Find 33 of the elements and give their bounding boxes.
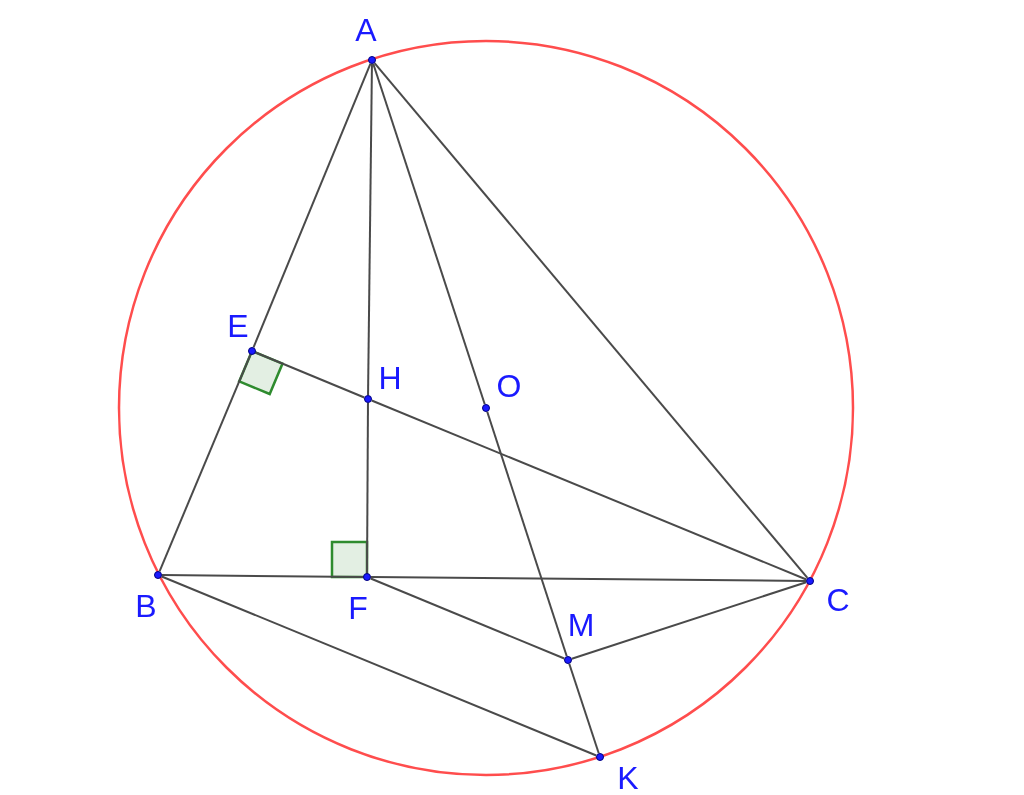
- point-marker: [482, 404, 490, 412]
- point-marker: [596, 753, 604, 761]
- point-marker: [806, 577, 814, 585]
- line-segment: [254, 351, 366, 399]
- point-label: C: [826, 584, 850, 616]
- point-marker: [248, 347, 256, 355]
- point-label: E: [227, 310, 249, 342]
- point-label: B: [135, 590, 157, 622]
- line-segment: [160, 575, 598, 757]
- point-marker: [368, 56, 376, 64]
- point-label: M: [567, 609, 595, 641]
- line-segment: [370, 576, 807, 582]
- line-segment: [568, 662, 600, 755]
- line-segment: [373, 62, 809, 579]
- line-segment: [369, 577, 566, 660]
- point-label: K: [617, 762, 639, 794]
- line-segment: [252, 62, 372, 349]
- line-segment: [370, 399, 808, 581]
- point-marker: [363, 573, 371, 581]
- line-segment: [366, 402, 369, 574]
- point-label: H: [378, 362, 402, 394]
- line-segment: [570, 581, 808, 660]
- point-label: A: [355, 14, 377, 46]
- line-segment: [367, 63, 373, 396]
- line-segment: [486, 410, 568, 658]
- point-label: F: [348, 592, 368, 624]
- point-marker: [564, 656, 572, 664]
- line-segment: [161, 574, 364, 578]
- line-segment: [372, 62, 486, 406]
- line-segment: [158, 353, 252, 573]
- point-marker: [154, 571, 162, 579]
- point-marker: [364, 395, 372, 403]
- point-label: O: [496, 370, 522, 402]
